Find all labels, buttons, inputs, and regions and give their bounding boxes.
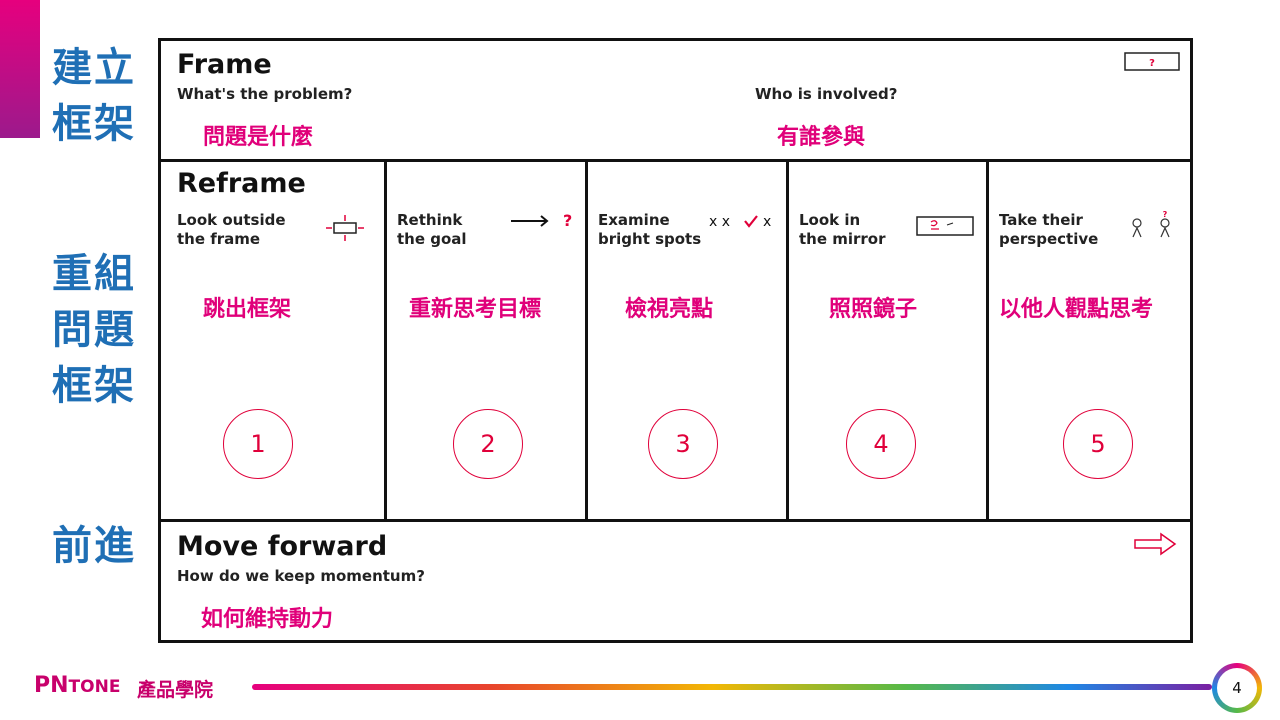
page-number: 4 — [1217, 668, 1257, 708]
reframe-cell-4-prompt: Look in the mirror — [799, 211, 886, 248]
divider — [384, 159, 387, 519]
frame-question-problem: What's the problem? — [177, 85, 353, 103]
side-label-forward: 前進 — [52, 523, 136, 569]
step-number-2: 2 — [453, 409, 523, 479]
svg-text:?: ? — [1149, 58, 1155, 69]
reframe-cell-3-prompt: Examine bright spots — [598, 211, 702, 248]
brand-name: 產品學院 — [137, 679, 214, 701]
reframe-cell-3-label: 檢視亮點 — [625, 297, 714, 322]
reframe-cell-1-prompt: Look outside the frame — [177, 211, 286, 248]
brand-logo: PNTONE — [34, 673, 120, 698]
reframe-cell-5-prompt: Take their perspective — [999, 211, 1099, 248]
reframe-cell-4-label: 照照鏡子 — [829, 297, 918, 322]
divider — [986, 159, 989, 519]
frame-answer-problem: 問題是什麼 — [203, 125, 314, 150]
divider — [161, 519, 1190, 522]
brand-logo-tone: TONE — [68, 677, 121, 697]
divider — [161, 159, 1190, 162]
frame-answer-involved: 有誰參與 — [777, 125, 866, 150]
side-label-frame: 建立 框架 — [52, 45, 136, 147]
step-number-5: 5 — [1063, 409, 1133, 479]
move-forward-question: How do we keep momentum? — [177, 567, 425, 585]
rainbow-divider — [252, 684, 1212, 690]
reframing-canvas: Frame What's the problem? Who is involve… — [158, 38, 1193, 643]
step-number-3: 3 — [648, 409, 718, 479]
divider — [786, 159, 789, 519]
mirror-icon — [916, 216, 974, 236]
reframe-cell-1-label: 跳出框架 — [203, 297, 292, 322]
expand-arrows-icon — [326, 215, 364, 241]
side-label-reframe: 重組 問題 框架 — [52, 251, 136, 409]
step-number-1: 1 — [223, 409, 293, 479]
people-icon: ? — [1132, 210, 1170, 238]
check-marks-icon: x x x — [709, 214, 771, 230]
frame-question-involved: Who is involved? — [755, 85, 898, 103]
divider — [585, 159, 588, 519]
step-number-4: 4 — [846, 409, 916, 479]
move-forward-answer: 如何維持動力 — [201, 607, 334, 632]
move-forward-title: Move forward — [177, 531, 388, 562]
frame-title: Frame — [177, 49, 272, 80]
arrow-question-icon: ? — [511, 211, 572, 230]
svg-text:?: ? — [563, 211, 572, 230]
right-arrow-icon — [1134, 532, 1177, 556]
frame-question-icon: ? — [1124, 52, 1180, 71]
page-number-badge: 4 — [1212, 663, 1262, 713]
svg-text:x x: x x — [709, 214, 730, 230]
svg-text:?: ? — [1163, 210, 1168, 219]
accent-bar — [0, 0, 40, 138]
reframe-cell-2-label: 重新思考目標 — [409, 297, 542, 322]
svg-text:x: x — [763, 214, 771, 230]
reframe-title: Reframe — [177, 168, 306, 199]
brand-logo-main: PN — [34, 673, 69, 698]
reframe-cell-5-label: 以他人觀點思考 — [999, 297, 1154, 322]
reframe-cell-2-prompt: Rethink the goal — [397, 211, 467, 248]
